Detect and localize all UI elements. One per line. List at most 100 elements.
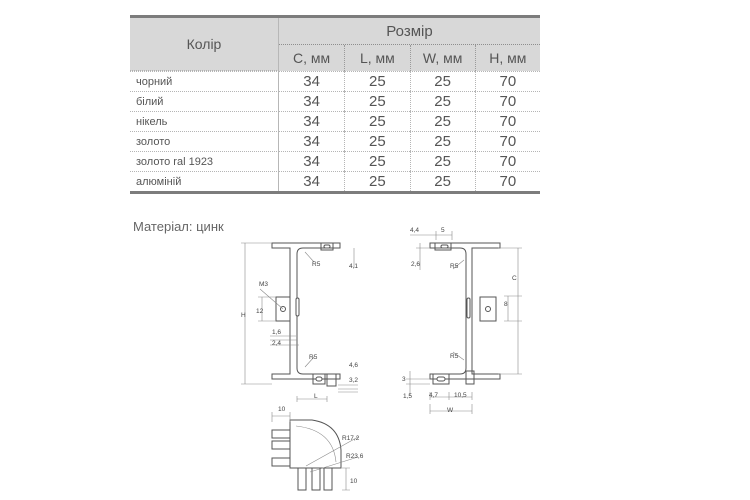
mount-plate bbox=[479, 296, 497, 322]
radius-r5-top: R5 bbox=[312, 261, 321, 268]
dimension-lines bbox=[241, 242, 358, 402]
h-dimension: H bbox=[241, 312, 246, 319]
top-view: 10 R17,2 R23,6 10 bbox=[271, 406, 364, 491]
dimension-2-6: 2,6 bbox=[411, 261, 420, 268]
table-row: золото 34 25 25 70 bbox=[130, 131, 540, 151]
bottom-lug bbox=[432, 373, 450, 385]
radius-r23-6: R23,6 bbox=[346, 453, 364, 460]
dimension-1-6: 1,6 bbox=[272, 329, 281, 336]
value-c: 34 bbox=[279, 91, 345, 111]
size-table-subheader-row: C, мм L, мм W, мм H, мм bbox=[130, 45, 540, 71]
size-table-header-row: Колір Розмір bbox=[130, 18, 540, 71]
l-dimension: L bbox=[314, 393, 318, 400]
value-w: 25 bbox=[409, 171, 475, 191]
column-header-w: W, мм bbox=[409, 45, 475, 71]
bracket-body bbox=[271, 242, 341, 380]
value-c: 34 bbox=[279, 171, 345, 191]
value-c: 34 bbox=[279, 151, 345, 171]
value-w: 25 bbox=[409, 131, 475, 151]
column-header-l: L, мм bbox=[344, 45, 410, 71]
leg-middle bbox=[311, 467, 321, 491]
dimension-10-side: 10 bbox=[350, 478, 358, 485]
value-h: 70 bbox=[474, 71, 540, 91]
dimension-1-5: 1,5 bbox=[403, 393, 412, 400]
value-h: 70 bbox=[474, 91, 540, 111]
size-table: Колір Розмір C, мм L, мм W, мм H, мм чор… bbox=[130, 15, 540, 194]
bottom-slot bbox=[315, 376, 323, 382]
dimension-10-top: 10 bbox=[278, 406, 286, 413]
radius-r5-right-top: R5 bbox=[450, 263, 459, 270]
dimension-12: 12 bbox=[256, 308, 264, 315]
material-label: Матеріал: цинк bbox=[133, 219, 224, 234]
lower-lug bbox=[271, 457, 291, 467]
value-h: 70 bbox=[474, 131, 540, 151]
dimension-4-6: 4,6 bbox=[349, 362, 358, 369]
value-h: 70 bbox=[474, 111, 540, 131]
column-header-c: C, мм bbox=[279, 45, 345, 71]
size-group-header: Розмір bbox=[279, 18, 540, 45]
dimension-2-4: 2,4 bbox=[272, 340, 281, 347]
radius-r5-bottom: R5 bbox=[309, 354, 318, 361]
colour-name: нікель bbox=[130, 111, 279, 131]
radius-r17-2: R17,2 bbox=[342, 435, 360, 442]
colour-name: золото bbox=[130, 131, 279, 151]
value-c: 34 bbox=[279, 71, 345, 91]
side-view: 4,4 5 2,6 R5 R5 C 8 3 1,5 4,7 10,5 W bbox=[402, 227, 522, 414]
dimension-lines bbox=[271, 412, 359, 491]
column-header-h: H, мм bbox=[474, 45, 540, 71]
value-w: 25 bbox=[409, 71, 475, 91]
dimension-4-4: 4,4 bbox=[410, 227, 419, 234]
top-slot bbox=[440, 244, 449, 249]
top-lug bbox=[271, 429, 291, 439]
value-l: 25 bbox=[344, 111, 410, 131]
side-slot bbox=[466, 297, 471, 319]
colour-column-header: Колір bbox=[130, 18, 279, 71]
bottom-tab bbox=[326, 373, 337, 387]
dimension-3: 3 bbox=[402, 376, 406, 383]
dimension-10-5: 10,5 bbox=[454, 392, 467, 399]
mount-plate bbox=[275, 296, 291, 322]
value-l: 25 bbox=[344, 171, 410, 191]
value-l: 25 bbox=[344, 91, 410, 111]
colour-name: золото ral 1923 bbox=[130, 151, 279, 171]
colour-name: білий bbox=[130, 91, 279, 111]
bottom-lug bbox=[312, 373, 326, 385]
w-dimension: W bbox=[447, 407, 454, 414]
value-c: 34 bbox=[279, 111, 345, 131]
dimension-4-1: 4,1 bbox=[349, 263, 358, 270]
dimension-4-7: 4,7 bbox=[429, 392, 438, 399]
colour-name: чорний bbox=[130, 71, 279, 91]
table-row: білий 34 25 25 70 bbox=[130, 91, 540, 111]
table-row: алюміній 34 25 25 70 bbox=[130, 171, 540, 191]
radius-r5-right-bottom: R5 bbox=[450, 353, 459, 360]
top-slot bbox=[323, 244, 331, 249]
mount-hole bbox=[485, 306, 491, 312]
m3-dimension: M3 bbox=[259, 281, 268, 288]
value-h: 70 bbox=[474, 151, 540, 171]
table-row: золото ral 1923 34 25 25 70 bbox=[130, 151, 540, 171]
dimension-5: 5 bbox=[441, 227, 445, 234]
side-slot bbox=[295, 297, 300, 317]
table-row: чорний 34 25 25 70 bbox=[130, 71, 540, 91]
top-lug bbox=[434, 242, 452, 251]
value-w: 25 bbox=[409, 151, 475, 171]
value-l: 25 bbox=[344, 151, 410, 171]
value-l: 25 bbox=[344, 71, 410, 91]
leg-right bbox=[323, 467, 333, 491]
dimension-lines bbox=[406, 231, 522, 414]
inner-radius-arc bbox=[295, 425, 337, 463]
value-c: 34 bbox=[279, 131, 345, 151]
dimension-8: 8 bbox=[504, 301, 508, 308]
leg-left bbox=[297, 467, 307, 491]
value-w: 25 bbox=[409, 111, 475, 131]
value-w: 25 bbox=[409, 91, 475, 111]
colour-name: алюміній bbox=[130, 171, 279, 191]
value-h: 70 bbox=[474, 171, 540, 191]
bottom-slot bbox=[436, 376, 446, 382]
c-dimension: C bbox=[512, 275, 517, 282]
middle-lug bbox=[271, 440, 291, 450]
value-l: 25 bbox=[344, 131, 410, 151]
dimension-3-2: 3,2 bbox=[349, 377, 358, 384]
